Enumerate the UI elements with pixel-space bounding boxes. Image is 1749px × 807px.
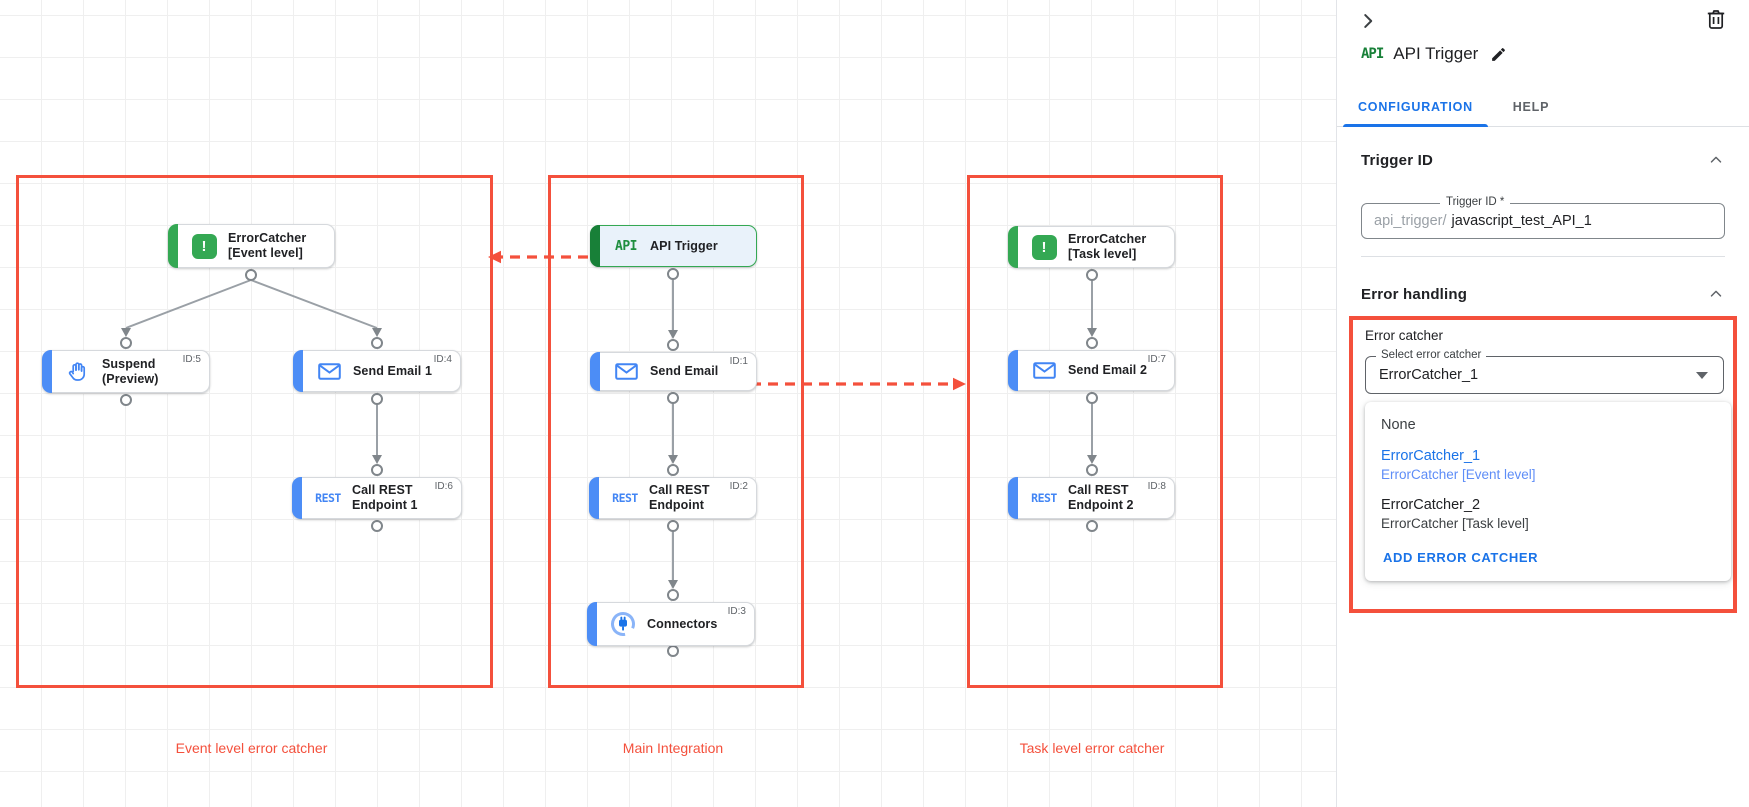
node-accent-bar: [590, 225, 600, 267]
main-integration-group-box: [548, 175, 804, 688]
rest-icon: REST: [612, 491, 638, 505]
error-catcher-menu: None ErrorCatcher_1 ErrorCatcher [Event …: [1365, 402, 1731, 581]
trigger-id-field-label: Trigger ID *: [1440, 196, 1511, 208]
api-badge-icon: API: [1361, 46, 1384, 62]
section-title: Trigger ID: [1361, 151, 1434, 169]
section-divider: [1361, 256, 1725, 257]
collapse-panel-icon[interactable]: [1357, 10, 1379, 37]
rest-icon: REST: [1031, 491, 1057, 505]
node-label: Suspend(Preview): [102, 356, 159, 386]
menu-option-errorcatcher-1[interactable]: ErrorCatcher_1 ErrorCatcher [Event level…: [1381, 448, 1536, 482]
section-error-handling: Error handling Error catcher Select erro…: [1337, 257, 1749, 613]
event-level-group-box: [16, 175, 493, 688]
integration-canvas[interactable]: Event level error catcher Main Integrati…: [0, 0, 1336, 807]
tab-help[interactable]: HELP: [1512, 100, 1550, 114]
node-error-catcher-task[interactable]: ! ErrorCatcher[Task level]: [1008, 226, 1175, 268]
node-label: Send Email 1: [353, 363, 433, 378]
error-catcher-icon: !: [189, 233, 219, 259]
delete-trigger-icon[interactable]: [1707, 9, 1725, 34]
select-error-catcher[interactable]: Select error catcher ErrorCatcher_1: [1365, 349, 1724, 394]
add-error-catcher-button[interactable]: ADD ERROR CATCHER: [1383, 550, 1539, 565]
node-accent-bar: [589, 477, 599, 519]
section-trigger-id-header[interactable]: Trigger ID: [1361, 151, 1725, 169]
connectors-icon: [608, 611, 638, 637]
email-icon: [314, 362, 344, 380]
node-id-badge: ID:8: [1147, 481, 1166, 492]
node-label: Connectors: [647, 616, 718, 631]
panel-body: Trigger ID Trigger ID * api_trigger/ jav…: [1337, 127, 1749, 807]
task-level-caption: Task level error catcher: [1019, 740, 1165, 756]
node-accent-bar: [42, 350, 52, 393]
node-connectors[interactable]: Connectors ID:3: [587, 602, 755, 646]
node-suspend[interactable]: Suspend(Preview) ID:5: [42, 350, 210, 393]
node-id-badge: ID:2: [729, 481, 748, 492]
menu-option-errorcatcher-2[interactable]: ErrorCatcher_2 ErrorCatcher [Task level]: [1381, 497, 1529, 531]
node-id-badge: ID:5: [182, 354, 201, 365]
trigger-id-field[interactable]: Trigger ID * api_trigger/ javascript_tes…: [1361, 196, 1725, 239]
node-accent-bar: [1008, 350, 1018, 391]
node-label: API Trigger: [650, 238, 718, 253]
node-send-email[interactable]: Send Email ID:1: [590, 352, 757, 391]
chevron-up-icon[interactable]: [1707, 151, 1725, 169]
node-accent-bar: [590, 352, 600, 391]
error-catcher-highlight-box: Error catcher Select error catcher Error…: [1349, 316, 1737, 613]
trigger-id-prefix: api_trigger/: [1374, 213, 1447, 229]
hand-icon: [63, 360, 93, 384]
section-title: Error handling: [1361, 285, 1468, 303]
node-label: ErrorCatcher[Task level]: [1068, 232, 1147, 261]
error-catcher-icon: !: [1029, 234, 1059, 260]
node-accent-bar: [1008, 477, 1018, 519]
node-accent-bar: [1008, 226, 1018, 268]
trigger-id-value: javascript_test_API_1: [1451, 213, 1592, 229]
event-level-caption: Event level error catcher: [175, 740, 328, 756]
node-id-badge: ID:1: [729, 356, 748, 367]
email-icon: [1029, 362, 1059, 379]
menu-option-none[interactable]: None: [1381, 417, 1416, 433]
section-error-handling-header[interactable]: Error handling: [1337, 285, 1749, 303]
select-error-catcher-value: ErrorCatcher_1: [1379, 367, 1479, 383]
node-error-catcher-event[interactable]: ! ErrorCatcher[Event level]: [168, 224, 335, 268]
caret-down-icon: [1696, 372, 1708, 379]
task-level-group-box: [967, 175, 1223, 688]
panel-tabs: CONFIGURATION HELP: [1337, 88, 1749, 127]
connector-wires: [120, 250, 1098, 657]
select-error-catcher-label: Select error catcher: [1376, 349, 1487, 361]
node-label: ErrorCatcher[Event level]: [228, 231, 307, 260]
chevron-up-icon[interactable]: [1707, 285, 1725, 303]
main-integration-caption: Main Integration: [622, 740, 724, 756]
node-id-badge: ID:6: [434, 481, 453, 492]
config-panel: API API Trigger CONFIGURATION HELP Trigg…: [1336, 0, 1749, 807]
node-accent-bar: [292, 477, 302, 519]
node-accent-bar: [168, 224, 178, 268]
tab-configuration[interactable]: CONFIGURATION: [1343, 88, 1488, 127]
node-api-trigger[interactable]: API API Trigger: [590, 225, 757, 267]
node-send-email-2[interactable]: Send Email 2 ID:7: [1008, 350, 1175, 391]
node-label: Send Email 2: [1068, 363, 1148, 377]
rest-icon: REST: [315, 491, 341, 505]
error-catcher-label: Error catcher: [1365, 328, 1444, 343]
email-icon: [611, 363, 641, 380]
node-accent-bar: [587, 602, 597, 646]
panel-title: API Trigger: [1393, 44, 1479, 63]
node-id-badge: ID:4: [433, 354, 452, 365]
node-send-email-1[interactable]: Send Email 1 ID:4: [293, 350, 461, 392]
node-id-badge: ID:7: [1147, 354, 1166, 365]
section-trigger-id: Trigger ID Trigger ID * api_trigger/ jav…: [1337, 127, 1749, 257]
panel-header: API API Trigger: [1361, 44, 1507, 64]
node-label: Send Email: [650, 364, 719, 378]
api-icon: API: [615, 238, 637, 254]
edit-title-icon[interactable]: [1490, 46, 1507, 63]
node-accent-bar: [293, 350, 303, 392]
node-id-badge: ID:3: [727, 606, 746, 617]
